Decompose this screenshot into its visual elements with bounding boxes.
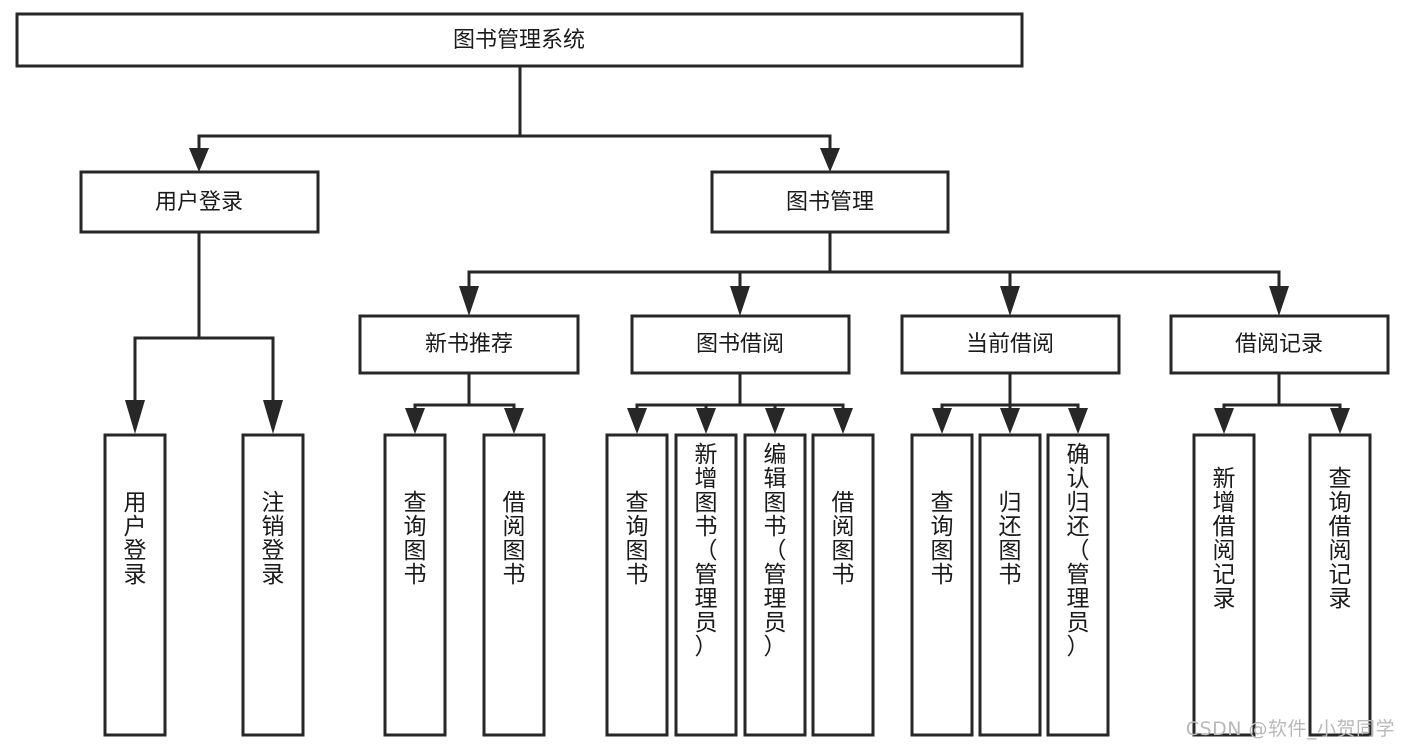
- node-leaf-query-record-label: 查询借阅记录: [1329, 466, 1352, 612]
- node-leaf-edit-book-box[interactable]: [743, 433, 807, 737]
- arrow-to-leaf-borrow-book-2: [833, 408, 853, 434]
- node-book-manage[interactable]: 图书管理: [710, 170, 950, 234]
- node-leaf-query-book-2-box[interactable]: [605, 433, 669, 737]
- arrow-to-leaf-logout-login: [263, 400, 283, 434]
- node-current-borrow[interactable]: 当前借阅: [900, 314, 1121, 375]
- node-user-login-label: 用户登录: [155, 190, 243, 215]
- node-leaf-borrow-book-2[interactable]: 借阅图书: [811, 433, 875, 737]
- arrow-to-leaf-add-book: [696, 408, 716, 434]
- node-leaf-logout-login-box[interactable]: [241, 433, 305, 737]
- arrow-to-current-borrow: [1000, 286, 1020, 316]
- node-book-manage-box[interactable]: [710, 170, 950, 234]
- node-leaf-borrow-book-1-box[interactable]: [482, 433, 546, 737]
- node-leaf-query-record[interactable]: 查询借阅记录: [1308, 433, 1372, 737]
- node-leaf-return-book-box[interactable]: [978, 433, 1042, 737]
- node-current-borrow-label: 当前借阅: [966, 332, 1054, 357]
- node-leaf-add-book-box[interactable]: [674, 433, 738, 737]
- connector-layer: [125, 64, 1350, 434]
- node-leaf-query-book-1[interactable]: 查询图书: [383, 433, 447, 737]
- arrow-to-user-login: [189, 148, 209, 172]
- node-leaf-confirm-return[interactable]: 确认归还（管理员）: [1046, 433, 1110, 737]
- arrow-to-book-manage: [820, 148, 840, 172]
- arrow-to-leaf-borrow-book-1: [504, 408, 524, 434]
- node-book-borrow-label: 图书借阅: [696, 332, 784, 357]
- node-leaf-query-book-3-label: 查询图书: [931, 490, 954, 588]
- arrow-to-leaf-query-book-3: [932, 408, 952, 434]
- arrow-to-leaf-add-record: [1214, 408, 1234, 434]
- arrow-to-borrow-record: [1269, 286, 1289, 316]
- arrow-to-leaf-edit-book: [765, 408, 785, 434]
- csdn-watermark: CSDN @软件_小贺同学: [1185, 718, 1395, 740]
- node-leaf-user-login[interactable]: 用户登录: [103, 433, 167, 737]
- node-book-borrow[interactable]: 图书借阅: [630, 314, 851, 375]
- node-leaf-query-book-2[interactable]: 查询图书: [605, 433, 669, 737]
- node-leaf-logout-login-label: 注销登录: [262, 490, 285, 588]
- arrow-to-leaf-query-book-1: [405, 408, 425, 434]
- arrow-to-new-book-recommend: [459, 286, 479, 316]
- node-book-borrow-box[interactable]: [630, 314, 851, 375]
- node-leaf-add-book-label: 新增图书（管理员）: [695, 442, 718, 660]
- node-borrow-record-box[interactable]: [1169, 314, 1390, 375]
- arrow-to-leaf-query-book-2: [627, 408, 647, 434]
- arrow-to-leaf-user-login: [125, 400, 145, 434]
- node-leaf-edit-book[interactable]: 编辑图书（管理员）: [743, 433, 807, 737]
- node-book-manage-label: 图书管理: [786, 190, 874, 215]
- arrow-to-leaf-confirm-return: [1068, 408, 1088, 434]
- node-leaf-return-book[interactable]: 归还图书: [978, 433, 1042, 737]
- node-new-book-recommend[interactable]: 新书推荐: [358, 314, 580, 375]
- node-borrow-record[interactable]: 借阅记录: [1169, 314, 1390, 375]
- node-user-login[interactable]: 用户登录: [79, 170, 320, 234]
- node-leaf-confirm-return-label: 确认归还（管理员）: [1067, 442, 1090, 660]
- node-leaf-add-book[interactable]: 新增图书（管理员）: [674, 433, 738, 737]
- node-leaf-user-login-box[interactable]: [103, 433, 167, 737]
- node-leaf-query-book-1-label: 查询图书: [404, 490, 427, 588]
- node-current-borrow-box[interactable]: [900, 314, 1121, 375]
- arrow-to-leaf-return-book: [1000, 408, 1020, 434]
- node-leaf-user-login-label: 用户登录: [124, 490, 147, 588]
- node-leaf-borrow-book-2-box[interactable]: [811, 433, 875, 737]
- node-new-book-recommend-label: 新书推荐: [425, 332, 513, 357]
- node-leaf-query-book-1-box[interactable]: [383, 433, 447, 737]
- node-leaf-add-record-box[interactable]: [1192, 433, 1256, 737]
- node-leaf-confirm-return-box[interactable]: [1046, 433, 1110, 737]
- node-leaf-query-book-3-box[interactable]: [910, 433, 974, 737]
- node-leaf-query-book-3[interactable]: 查询图书: [910, 433, 974, 737]
- node-leaf-query-record-box[interactable]: [1308, 433, 1372, 737]
- node-leaf-query-book-2-label: 查询图书: [626, 490, 649, 588]
- node-leaf-edit-book-label: 编辑图书（管理员）: [764, 442, 787, 660]
- node-user-login-box[interactable]: [79, 170, 320, 234]
- node-leaf-add-record-label: 新增借阅记录: [1213, 466, 1236, 612]
- node-root-box[interactable]: [15, 12, 1024, 68]
- node-leaf-borrow-book-2-label: 借阅图书: [832, 490, 855, 588]
- node-borrow-record-label: 借阅记录: [1235, 332, 1323, 357]
- node-new-book-recommend-box[interactable]: [358, 314, 580, 375]
- node-leaf-logout-login[interactable]: 注销登录: [241, 433, 305, 737]
- node-leaf-borrow-book-1[interactable]: 借阅图书: [482, 433, 546, 737]
- node-root-label: 图书管理系统: [453, 28, 585, 53]
- node-leaf-borrow-book-1-label: 借阅图书: [503, 490, 526, 588]
- node-leaf-add-record[interactable]: 新增借阅记录: [1192, 433, 1256, 737]
- arrow-to-leaf-query-record: [1330, 408, 1350, 434]
- arrow-to-book-borrow: [730, 286, 750, 316]
- node-root[interactable]: 图书管理系统: [15, 12, 1024, 68]
- node-leaf-return-book-label: 归还图书: [999, 490, 1022, 588]
